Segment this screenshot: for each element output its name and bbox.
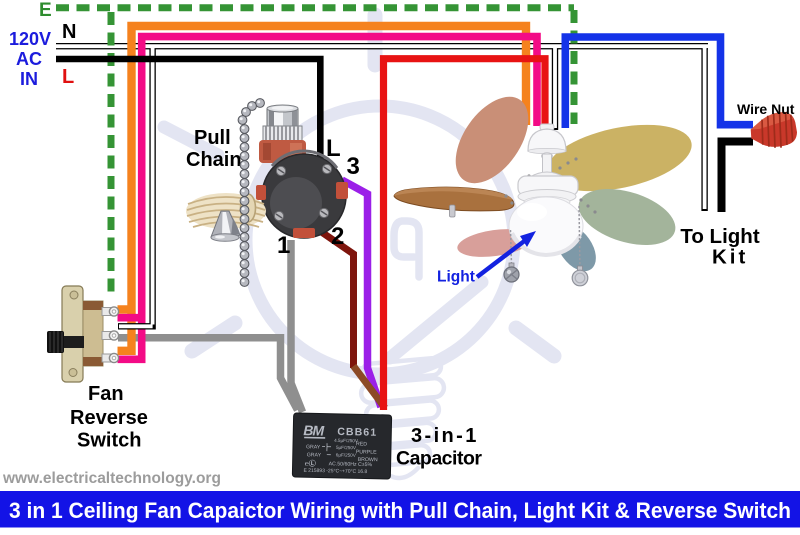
svg-text:Light: Light <box>437 269 475 286</box>
svg-text:Kit: Kit <box>712 246 748 269</box>
svg-text:AC: AC <box>16 49 42 69</box>
svg-text:IN: IN <box>20 69 38 89</box>
svg-text:3 in 1 Ceiling Fan Capaictor W: 3 in 1 Ceiling Fan Capaictor Wiring with… <box>9 498 791 523</box>
svg-text:3: 3 <box>347 153 360 180</box>
svg-text:GRAY: GRAY <box>307 452 322 458</box>
svg-text:4.5µF/250V: 4.5µF/250V <box>334 438 359 444</box>
svg-text:2: 2 <box>331 223 344 250</box>
svg-text:AC.50/60Hz C±5%: AC.50/60Hz C±5% <box>329 461 373 468</box>
svg-text:L: L <box>326 135 341 162</box>
svg-text:1: 1 <box>277 232 290 259</box>
svg-text:Wire Nut: Wire Nut <box>737 101 795 117</box>
svg-text:3-in-1: 3-in-1 <box>411 425 479 447</box>
svg-text:E: E <box>39 0 52 21</box>
svg-text:5µF/250V: 5µF/250V <box>336 445 357 450</box>
svg-text:E 215893 -25°C~+70°C 16.8: E 215893 -25°C~+70°C 16.8 <box>303 468 367 475</box>
svg-text:L: L <box>62 66 74 88</box>
svg-text:Pull: Pull <box>194 127 231 149</box>
svg-text:120V: 120V <box>9 29 51 49</box>
svg-text:Fan: Fan <box>88 383 124 405</box>
svg-text:Switch: Switch <box>77 430 141 452</box>
svg-text:www.electricaltechnology.org: www.electricaltechnology.org <box>2 470 221 487</box>
svg-text:RED: RED <box>356 441 367 447</box>
svg-text:CBB61: CBB61 <box>337 426 377 439</box>
svg-text:Capacitor: Capacitor <box>396 448 482 470</box>
svg-text:BM: BM <box>303 422 324 438</box>
svg-text:N: N <box>62 21 76 43</box>
svg-text:℮Ⓛ: ℮Ⓛ <box>305 459 316 468</box>
svg-text:To Light: To Light <box>680 225 759 248</box>
svg-text:GRAY: GRAY <box>306 444 321 450</box>
svg-text:Reverse: Reverse <box>70 407 148 429</box>
svg-text:6µF/250V: 6µF/250V <box>336 452 357 457</box>
svg-text:Chain: Chain <box>186 149 242 171</box>
svg-text:PURPLE: PURPLE <box>356 449 377 455</box>
svg-text:BROWN: BROWN <box>358 457 378 463</box>
